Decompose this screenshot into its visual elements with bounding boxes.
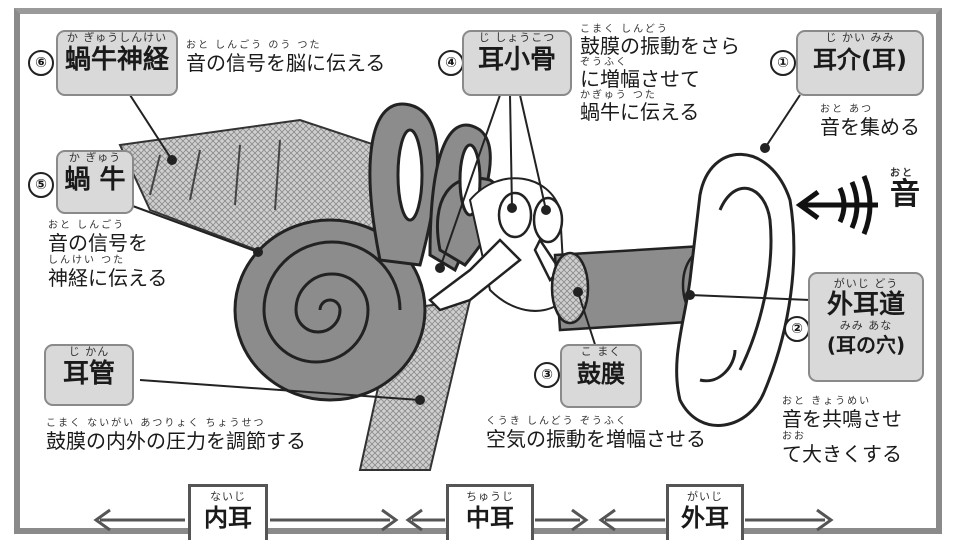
label-ossicles-term: 耳小骨 [477,45,556,75]
label-cochlear-nerve-term: 蝸牛神経 [64,45,169,75]
section-inner-ear: ないじ 内耳 [188,484,268,540]
label-5-number: ⑤ [28,172,54,198]
desc-eardrum: くうき しんどう ぞうふく 空気の振動を増幅させる [486,416,746,451]
label-eardrum-ruby: こ まく [580,345,622,358]
desc-cochlea-ruby2: しんけい つた [48,255,126,266]
desc-cochlea-line2: 神経に伝える [48,266,168,290]
desc-tube-text: 鼓膜の内外の圧力を調節する [46,429,306,453]
label-3-number: ③ [534,362,560,388]
desc-cochlea-ruby1: おと しんごう [48,220,126,231]
label-eardrum-term: 鼓膜 [577,360,625,388]
label-ear-canal-term2: (耳の穴) [826,333,906,357]
desc-nerve-ruby: おと しんごう のう つた [186,40,322,51]
desc-canal-ruby1: おと きょうめい [782,396,872,407]
label-eustachian-tube: じ かん 耳管 [44,344,134,406]
label-pinna-ruby: じ かい みみ [825,31,895,44]
desc-nerve-text: 音の信号を脳に伝える [186,51,386,75]
ossicles-shape [428,191,564,312]
section-arrows [93,508,834,532]
desc-sound-text: 音 [890,177,920,212]
desc-eardrum-ruby: くうき しんどう ぞうふく [486,416,628,427]
desc-tube-ruby: こまく ないがい あつりょく ちょうせつ [46,418,266,429]
label-ossicles-ruby: じ しょうこつ [478,31,556,44]
desc-eardrum-text: 空気の振動を増幅させる [486,427,706,451]
label-ear-canal: がいじ どう 外耳道 みみ あな (耳の穴) [808,272,924,382]
desc-ossicles: こまく しんどう 鼓膜の振動をさら ぞうふく に増幅させて かぎゅう つた 蝸牛… [580,24,760,123]
desc-sound: おと 音 [890,168,930,211]
label-eustachian-tube-ruby: じ かん [68,345,110,358]
desc-pinna-text: 音を集める [820,115,920,139]
section-middle-ear-ruby: ちゅうじ [466,490,514,503]
section-outer-ear: がいじ 外耳 [666,484,744,540]
desc-canal: おと きょうめい 音を共鳴させ おお て大きくする [782,396,932,466]
desc-canal-line1: 音を共鳴させ [782,407,902,431]
label-ear-canal-term: 外耳道 [826,290,905,320]
section-middle-ear: ちゅうじ 中耳 [446,484,534,540]
label-cochlea: か ぎゅう 蝸 牛 [56,150,134,214]
label-pinna-term: 耳介(耳) [813,46,907,74]
label-cochlear-nerve: か ぎゅうしんけい 蝸牛神経 [56,30,178,96]
label-ossicles: じ しょうこつ 耳小骨 [462,30,572,96]
desc-pinna-ruby: おと あつ [820,104,874,115]
label-cochlea-ruby: か ぎゅう [68,151,122,164]
eardrum-shape [550,251,590,325]
label-1-number: ① [770,50,796,76]
cochlea-shape [233,218,427,402]
sound-wave-icon [795,175,878,235]
desc-ossicles-ruby2: ぞうふく [580,57,628,68]
label-cochlear-nerve-ruby: か ぎゅうしんけい [66,31,168,44]
desc-cochlea-line1: 音の信号を [48,231,148,255]
label-6-number: ⑥ [28,50,54,76]
desc-sound-ruby: おと [890,168,914,179]
label-eustachian-tube-term: 耳管 [62,359,115,389]
desc-nerve: おと しんごう のう つた 音の信号を脳に伝える [186,40,416,75]
label-ear-canal-ruby: がいじ どう [833,277,899,290]
desc-canal-ruby2: おお [782,431,806,442]
section-outer-ear-term: 外耳 [681,504,729,532]
desc-ossicles-ruby1: こまく しんどう [580,24,669,35]
desc-cochlea: おと しんごう 音の信号を しんけい つた 神経に伝える [48,220,218,290]
section-middle-ear-term: 中耳 [466,504,514,532]
label-2-number: ② [784,316,810,342]
desc-tube: こまく ないがい あつりょく ちょうせつ 鼓膜の内外の圧力を調節する [46,418,366,453]
leader-lines [129,94,811,405]
desc-canal-line2: て大きくする [782,442,902,466]
section-inner-ear-ruby: ないじ [210,490,246,503]
desc-pinna: おと あつ 音を集める [820,104,940,139]
label-pinna: じ かい みみ 耳介(耳) [796,30,924,96]
label-cochlea-term: 蝸 牛 [64,165,126,195]
section-inner-ear-term: 内耳 [204,504,252,532]
label-ear-canal-ruby2: みみ あな [839,319,893,332]
label-4-number: ④ [438,50,464,76]
desc-ossicles-ruby3: かぎゅう つた [580,90,657,101]
label-eardrum: こ まく 鼓膜 [560,344,642,408]
desc-ossicles-line2: に増幅させて [580,67,700,91]
desc-ossicles-line1: 鼓膜の振動をさら [580,34,740,58]
pinna-shape [675,152,796,427]
section-outer-ear-ruby: がいじ [687,490,723,503]
desc-ossicles-line3: 蝸牛に伝える [580,100,700,124]
